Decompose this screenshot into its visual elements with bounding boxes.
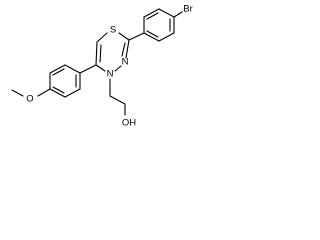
atom-label-methoxy-o: O [26,94,33,105]
bond-br-ring-6 [143,32,160,42]
bond-meo-ring-5 [64,88,81,98]
bond-c5-c6-double-b [99,44,102,63]
thiadiazine-ring [95,32,130,72]
bond-meo-ring-4-inner [52,86,65,94]
bond-c2-aryl [128,32,145,41]
bond-meo-ring-2 [49,64,66,74]
bond-br-ring-2-inner [146,12,159,20]
bromophenyl-ring [143,8,175,42]
molecule-structure: Br S N N O OH [11,4,193,129]
bond-c2-n3-double-a [125,39,130,59]
bond-c5-c6-double-a [95,41,98,66]
methoxyphenyl-ring [49,64,81,98]
bond-meo-ring-4 [49,88,66,98]
bond-br-ring-2 [143,8,160,18]
bond-o-methyl [11,89,24,97]
bond-n4-c5 [95,64,106,72]
bond-ring-o [37,88,51,97]
atom-label-n4: N [107,69,114,80]
bond-c2-n3-double-b [121,42,126,57]
hydroxyethyl-chain [109,78,126,116]
bond-c5-aryl [79,64,97,74]
bond-br-ring-3 [158,8,175,18]
bond-ch2-ch2 [109,95,126,105]
atom-label-br: Br [183,4,193,15]
atom-label-n3: N [122,57,129,68]
atom-label-hydroxyl: OH [122,118,136,129]
atom-label-s: S [110,25,116,36]
bond-s1-c2 [118,32,130,41]
bond-br-ring-6-inner [146,30,159,38]
bond-n3-n4 [114,65,122,72]
bond-c6-s1 [96,32,108,43]
bond-meo-ring-2-inner [52,68,65,76]
bond-meo-ring-1 [64,64,81,74]
bond-ring-br [173,11,183,18]
bond-br-ring-5 [158,32,175,42]
